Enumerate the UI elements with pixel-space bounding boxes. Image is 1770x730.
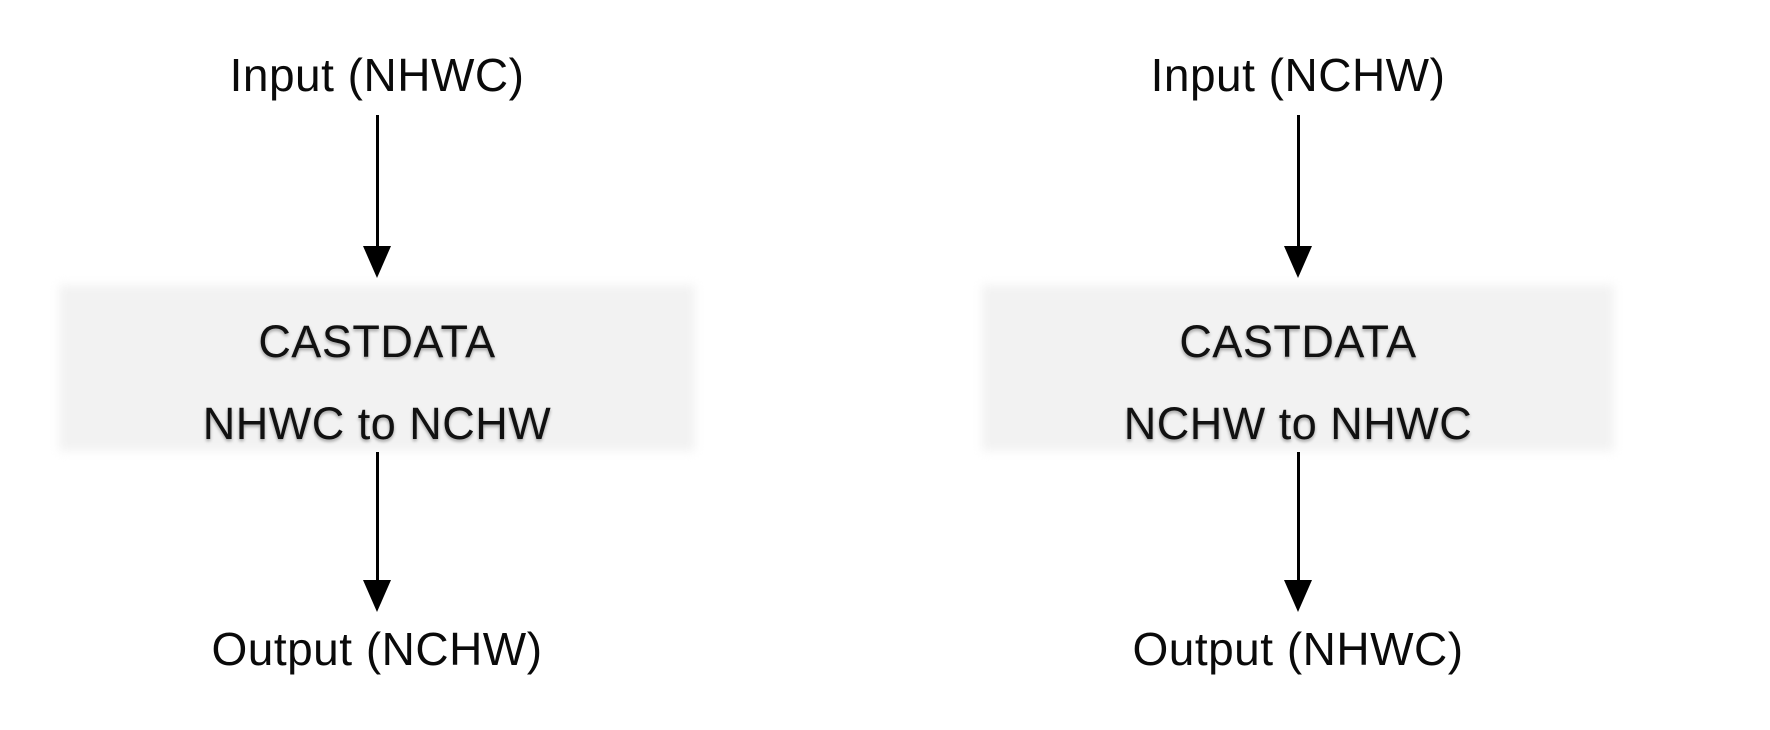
- arrow-shaft: [1296, 452, 1300, 580]
- castdata-box-title: CASTDATA: [258, 316, 496, 367]
- castdata-box: CASTDATA NCHW to NHWC: [980, 283, 1616, 453]
- down-arrow-icon: [1284, 452, 1312, 612]
- output-label: Output (NHWC): [1132, 623, 1464, 675]
- input-label: Input (NHWC): [229, 49, 525, 101]
- down-arrow-icon: [1284, 115, 1312, 278]
- castdata-box-background: [59, 285, 695, 451]
- arrow-head-icon: [1284, 580, 1312, 612]
- arrow-shaft: [375, 115, 379, 246]
- arrow-head-icon: [363, 580, 391, 612]
- arrow-head-icon: [363, 246, 391, 278]
- castdata-box: CASTDATA NHWC to NCHW: [57, 283, 697, 453]
- down-arrow-icon: [363, 452, 391, 612]
- arrow-shaft: [1296, 115, 1300, 246]
- castdata-box-subtitle: NHWC to NCHW: [202, 398, 552, 449]
- flow-nchw-to-nhwc: Input (NCHW) CASTDATA NCHW to NHWC Outpu…: [980, 0, 1616, 730]
- input-label: Input (NCHW): [1150, 49, 1446, 101]
- arrow-head-icon: [1284, 246, 1312, 278]
- castdata-box-background: [982, 285, 1614, 451]
- down-arrow-icon: [363, 115, 391, 278]
- castdata-box-text: CASTDATA NCHW to NHWC: [980, 283, 1616, 453]
- flow-nhwc-to-nchw: Input (NHWC) CASTDATA NHWC to NCHW Outpu…: [57, 0, 697, 730]
- castdata-box-text: CASTDATA NHWC to NCHW: [57, 283, 697, 453]
- castdata-box-title: CASTDATA: [1179, 316, 1417, 367]
- output-label: Output (NCHW): [211, 623, 543, 675]
- castdata-box-subtitle: NCHW to NHWC: [1123, 398, 1473, 449]
- arrow-shaft: [375, 452, 379, 580]
